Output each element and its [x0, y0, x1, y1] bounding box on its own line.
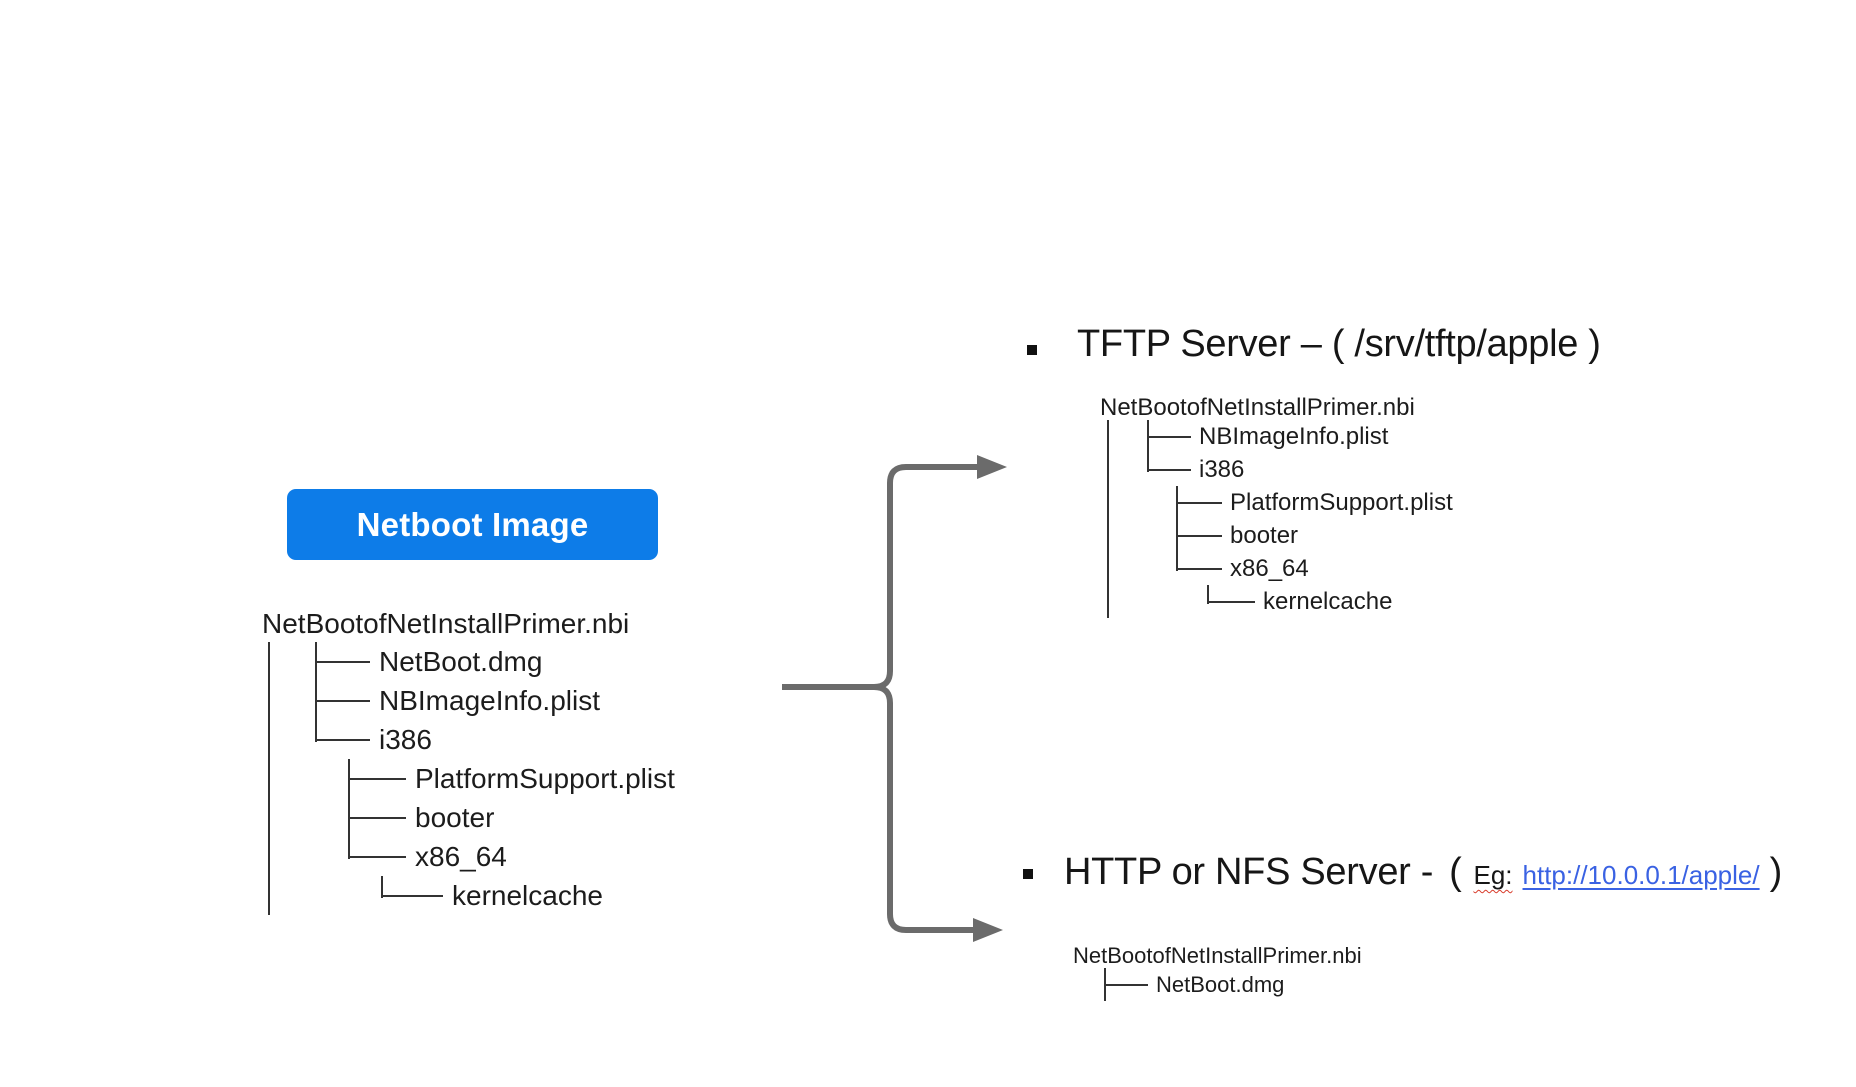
tree-connector-line — [1207, 600, 1255, 603]
tree-item-label: kernelcache — [452, 880, 603, 911]
netboot-image-button[interactable]: Netboot Image — [287, 489, 658, 560]
tree-item-label: PlatformSupport.plist — [1230, 489, 1453, 516]
tree-connector-line — [1207, 585, 1209, 604]
tree-connector-line — [348, 816, 406, 819]
apple-url-link[interactable]: http://10.0.0.1/apple/ — [1522, 860, 1760, 890]
open-paren: ( — [1449, 851, 1462, 893]
tree-connector-line — [1176, 534, 1222, 537]
tree-item-label: NetBoot.dmg — [1156, 972, 1285, 997]
tree-item-label: i386 — [1199, 456, 1245, 483]
tree-item-label: booter — [415, 802, 495, 833]
tree-item-label: i386 — [379, 724, 432, 755]
tree-connector-line — [1176, 552, 1178, 571]
tftp-heading-text: TFTP Server – ( /srv/tftp/apple ) — [1077, 323, 1601, 365]
close-paren: ) — [1769, 851, 1783, 893]
tree-connector-line — [1104, 983, 1148, 986]
tree-item-label: NBImageInfo.plist — [1199, 423, 1389, 450]
tree-connector-line — [315, 699, 370, 702]
tree-item-label: booter — [1230, 522, 1299, 549]
tree-item-label: x86_64 — [1230, 555, 1309, 582]
eg-label: Eg: — [1473, 860, 1513, 890]
tree-connector-line — [1107, 420, 1109, 618]
tree-item-label: NBImageInfo.plist — [379, 685, 600, 716]
tree-connector-line — [348, 777, 406, 780]
http-nfs-server-heading: HTTP or NFS Server - ( Eg: http://10.0.0.1/… — [1064, 850, 1782, 896]
tree-connector-line — [1147, 453, 1149, 472]
tree-item-label: x86_64 — [415, 841, 507, 872]
tree-item-label: NetBoot.dmg — [379, 646, 543, 677]
bullet-square-icon — [1027, 345, 1037, 355]
arrow-to-tftp-server — [782, 455, 1007, 690]
tree-connector-line — [1147, 435, 1191, 438]
arrow-to-http-server — [782, 684, 1003, 942]
tftp-server-heading: TFTP Server – ( /srv/tftp/apple ) — [1077, 322, 1601, 368]
tree-connector-line — [268, 642, 270, 915]
tree-connector-line — [315, 720, 317, 742]
tree-connector-line — [315, 738, 370, 741]
bullet-square-icon — [1023, 869, 1033, 879]
tree-connector-line — [348, 837, 350, 859]
tree-connector-line — [381, 894, 443, 897]
tree-connector-line — [315, 660, 370, 663]
tree-connector-line — [348, 855, 406, 858]
tree-root-label: NetBootofNetInstallPrimer.nbi — [1100, 393, 1415, 421]
tree-connector-line — [1147, 468, 1191, 471]
tree-item-label: kernelcache — [1263, 588, 1393, 615]
tree-connector-line — [381, 876, 383, 898]
http-heading-text: HTTP or NFS Server - — [1064, 851, 1434, 893]
tree-root-label: NetBootofNetInstallPrimer.nbi — [1073, 942, 1362, 968]
tree-connector-line — [1176, 567, 1222, 570]
tree-root-label: NetBootofNetInstallPrimer.nbi — [262, 607, 630, 639]
tree-connector-line — [1176, 501, 1222, 504]
tree-item-label: PlatformSupport.plist — [415, 763, 675, 794]
